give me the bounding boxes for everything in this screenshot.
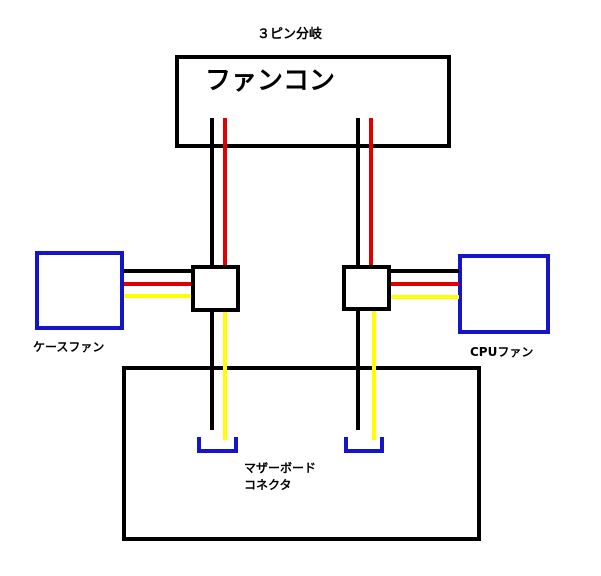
fan-controller-box bbox=[175, 55, 451, 148]
motherboard-box bbox=[122, 366, 481, 541]
cpu-fan-label: CPUファン bbox=[470, 345, 533, 359]
left-splitter-block bbox=[191, 265, 240, 312]
left-motherboard-connector bbox=[197, 437, 238, 453]
cpu-fan-box bbox=[458, 254, 550, 334]
right-motherboard-connector bbox=[344, 437, 384, 453]
motherboard-label-line2: コネクタ bbox=[244, 478, 292, 492]
diagram-title: ３ピン分岐 bbox=[257, 26, 323, 42]
motherboard-label-line1: マザーボード bbox=[244, 460, 316, 475]
case-fan-box bbox=[35, 251, 124, 330]
right-splitter-block bbox=[342, 265, 391, 311]
fan-controller-label: ファンコン bbox=[205, 66, 335, 96]
case-fan-label: ケースファン bbox=[33, 340, 104, 354]
